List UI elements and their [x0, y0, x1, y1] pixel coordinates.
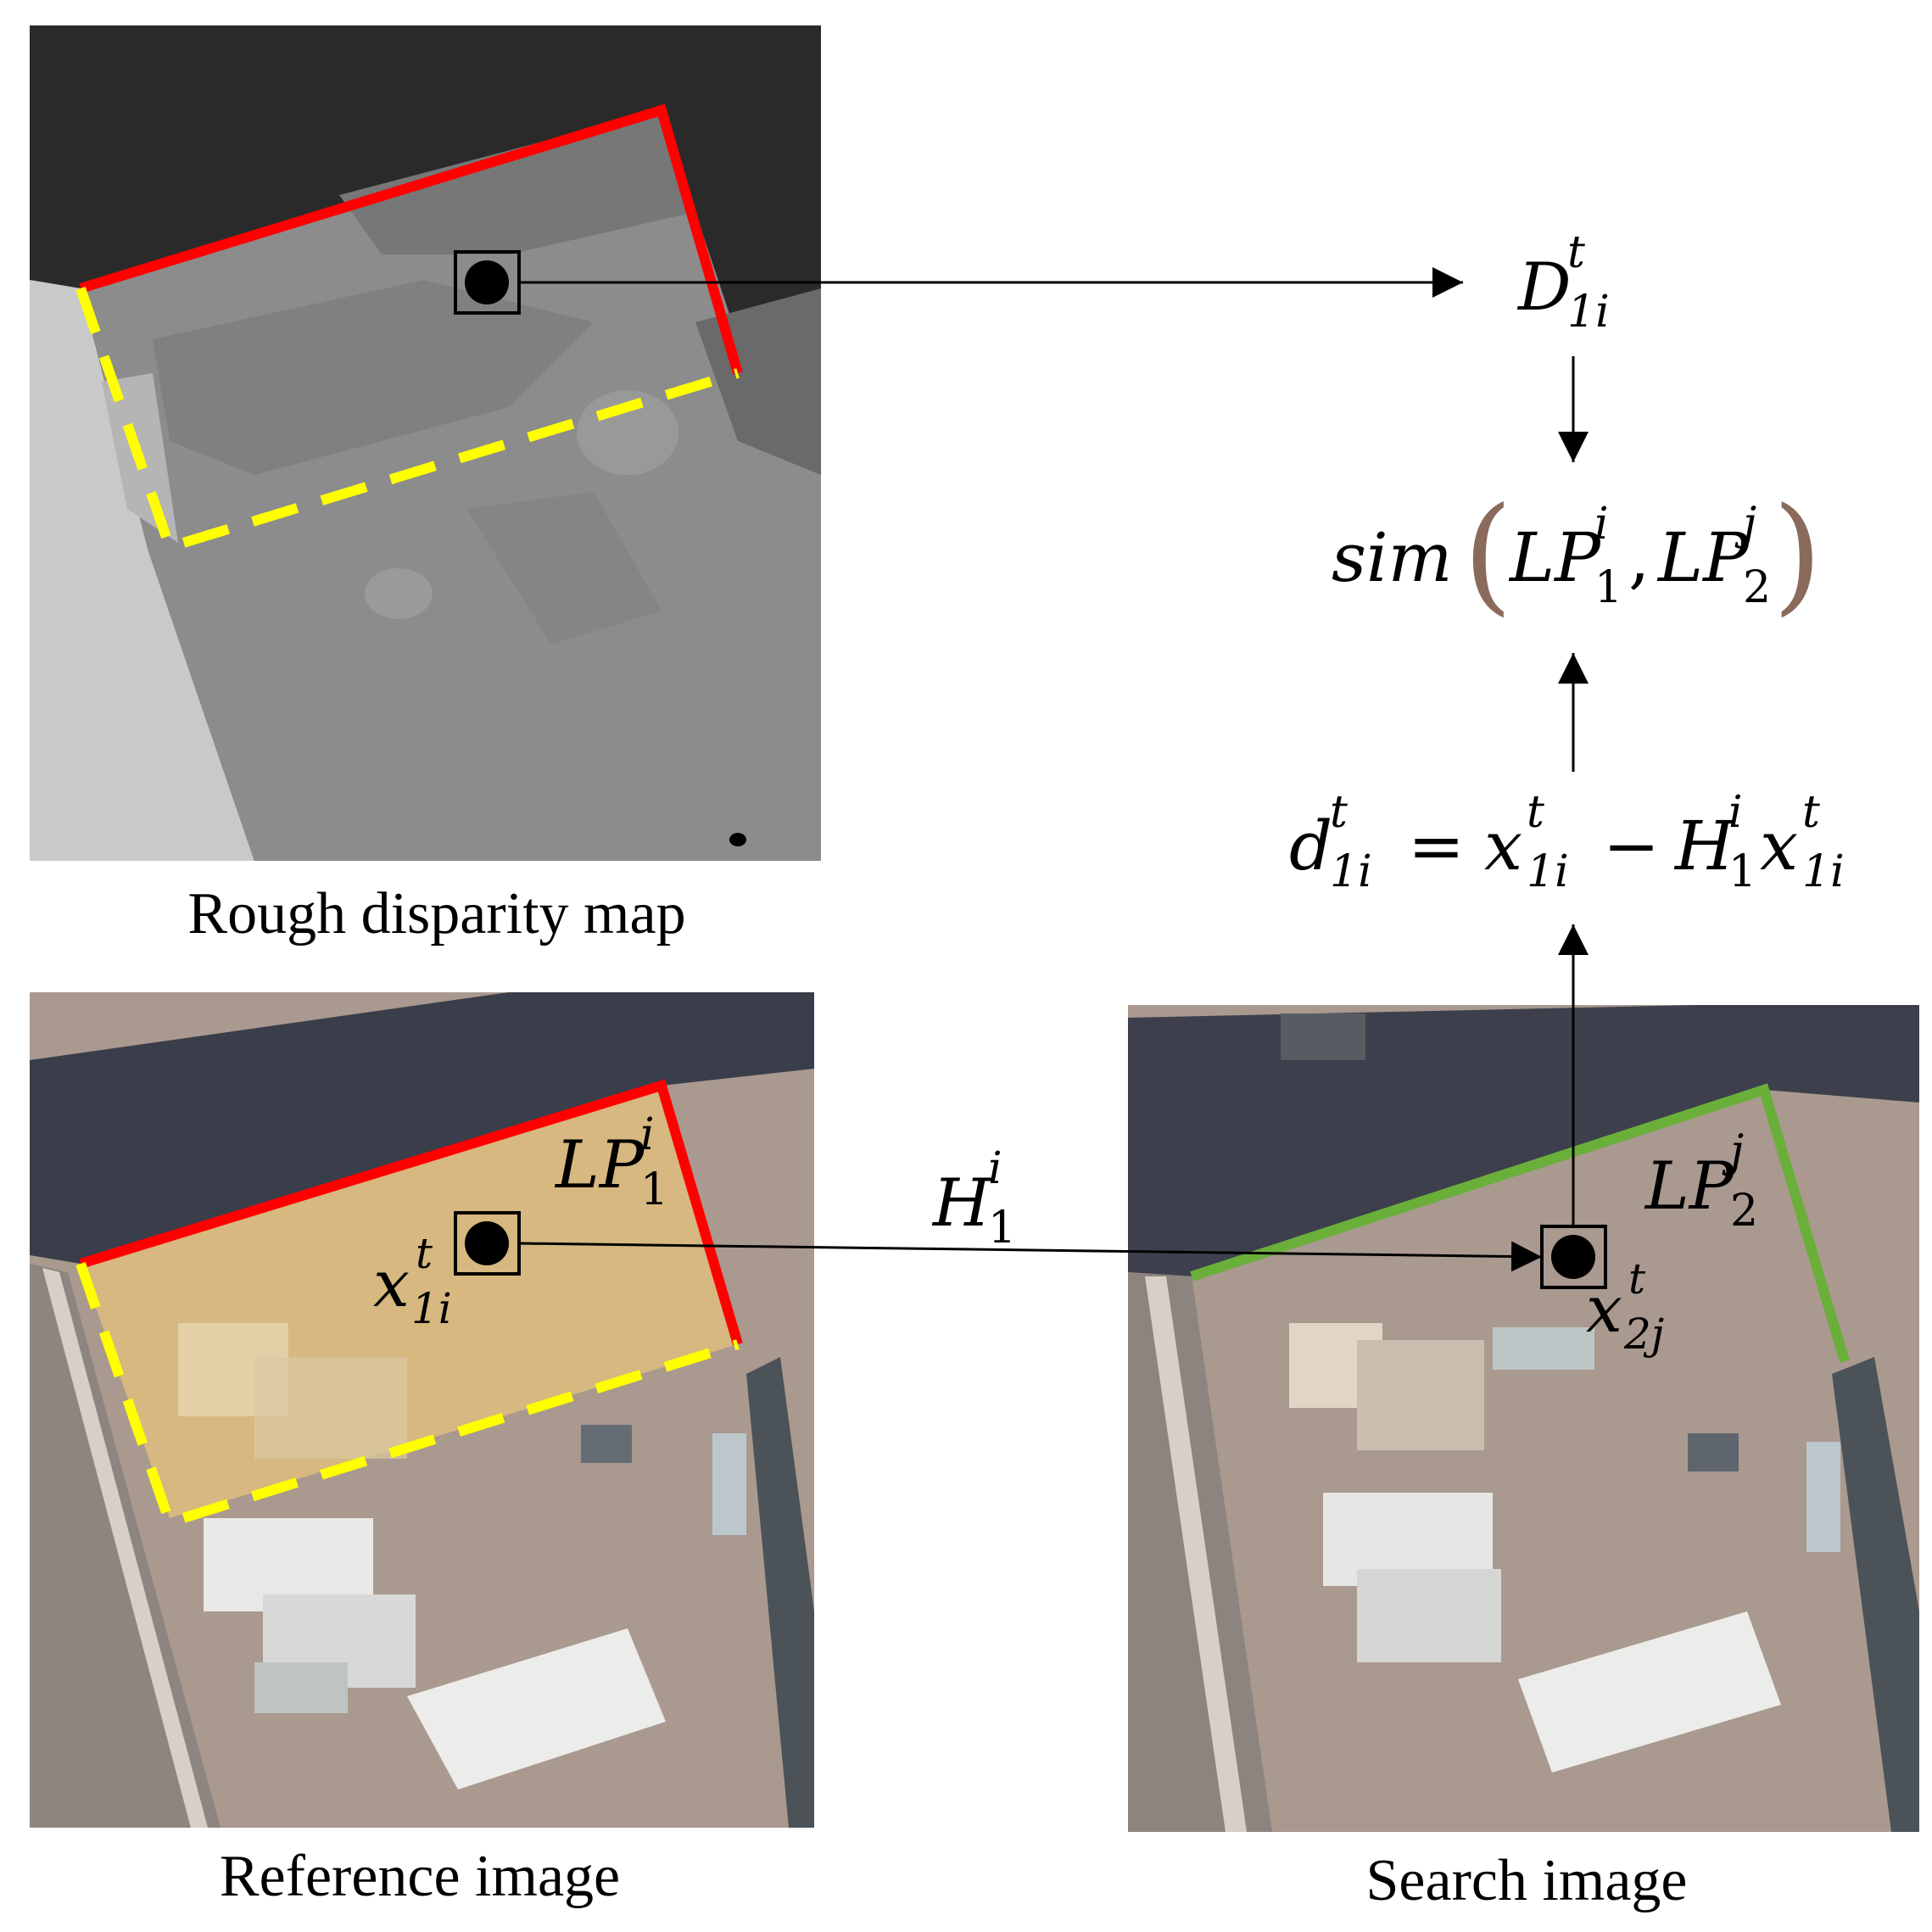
svg-text:t: t — [1802, 787, 1820, 838]
svg-text:2: 2 — [1743, 562, 1771, 613]
label-LP1: LP i 1 — [554, 1109, 668, 1215]
svg-text:1: 1 — [1594, 562, 1622, 613]
svg-text:i: i — [1594, 499, 1609, 550]
reference-image-panel — [30, 992, 814, 1828]
svg-text:d: d — [1289, 807, 1332, 885]
svg-text:1: 1 — [988, 1203, 1016, 1254]
svg-text:H: H — [931, 1165, 992, 1242]
svg-text:i: i — [640, 1109, 655, 1160]
svg-text:1: 1 — [640, 1164, 668, 1215]
svg-text:1i: 1i — [411, 1284, 452, 1333]
caption-disparity: Rough disparity map — [187, 881, 685, 946]
label-LP2: LP j 2 — [1644, 1126, 1758, 1237]
disparity-map-panel — [30, 25, 821, 861]
svg-text:1i: 1i — [1527, 846, 1569, 897]
svg-text:LP: LP — [1656, 518, 1750, 597]
label-sim: sim ( LP i 1 , LP j 2 ) — [1332, 481, 1823, 628]
svg-text:H: H — [1673, 807, 1736, 885]
arrow-icon — [518, 1241, 1543, 1272]
caption-reference: Reference image — [220, 1844, 620, 1909]
svg-text:LP: LP — [1644, 1148, 1735, 1225]
search-image-panel — [1128, 1005, 1919, 1832]
svg-text:sim: sim — [1332, 518, 1453, 597]
svg-text:i: i — [1728, 787, 1743, 838]
svg-text:x: x — [373, 1246, 410, 1321]
svg-text:2j: 2j — [1623, 1309, 1664, 1359]
svg-text:D: D — [1516, 249, 1572, 326]
label-H-1-i: H i 1 — [931, 1143, 1016, 1254]
caption-search: Search image — [1366, 1848, 1688, 1913]
svg-text:2: 2 — [1730, 1186, 1758, 1237]
svg-text:1i: 1i — [1802, 846, 1845, 897]
svg-text:1i: 1i — [1330, 846, 1372, 897]
svg-text:LP: LP — [554, 1127, 645, 1203]
svg-text:1: 1 — [1728, 846, 1756, 897]
svg-text:x: x — [1586, 1271, 1622, 1347]
paren-right: ) — [1773, 481, 1823, 628]
svg-text:LP: LP — [1508, 518, 1601, 597]
svg-text:,: , — [1628, 518, 1650, 597]
paren-left: ( — [1463, 481, 1513, 628]
svg-text:x: x — [1760, 807, 1798, 885]
svg-text:t: t — [416, 1229, 433, 1278]
label-d-equation: d t 1i = x t 1i − H i 1 x t 1i — [1289, 787, 1845, 897]
svg-text:t: t — [1628, 1254, 1646, 1304]
label-x-1i-t: x t 1i — [373, 1229, 452, 1333]
svg-text:t: t — [1527, 787, 1544, 838]
svg-text:1i: 1i — [1567, 287, 1610, 338]
svg-text:−: − — [1603, 807, 1660, 885]
svg-text:i: i — [988, 1143, 1002, 1194]
svg-text:x: x — [1484, 807, 1522, 885]
svg-text:t: t — [1330, 787, 1348, 838]
label-D-1i-t: D t 1i — [1516, 227, 1610, 338]
label-x-2j-t: x t 2j — [1586, 1254, 1664, 1359]
svg-text:=: = — [1408, 807, 1465, 885]
svg-text:t: t — [1567, 227, 1585, 278]
